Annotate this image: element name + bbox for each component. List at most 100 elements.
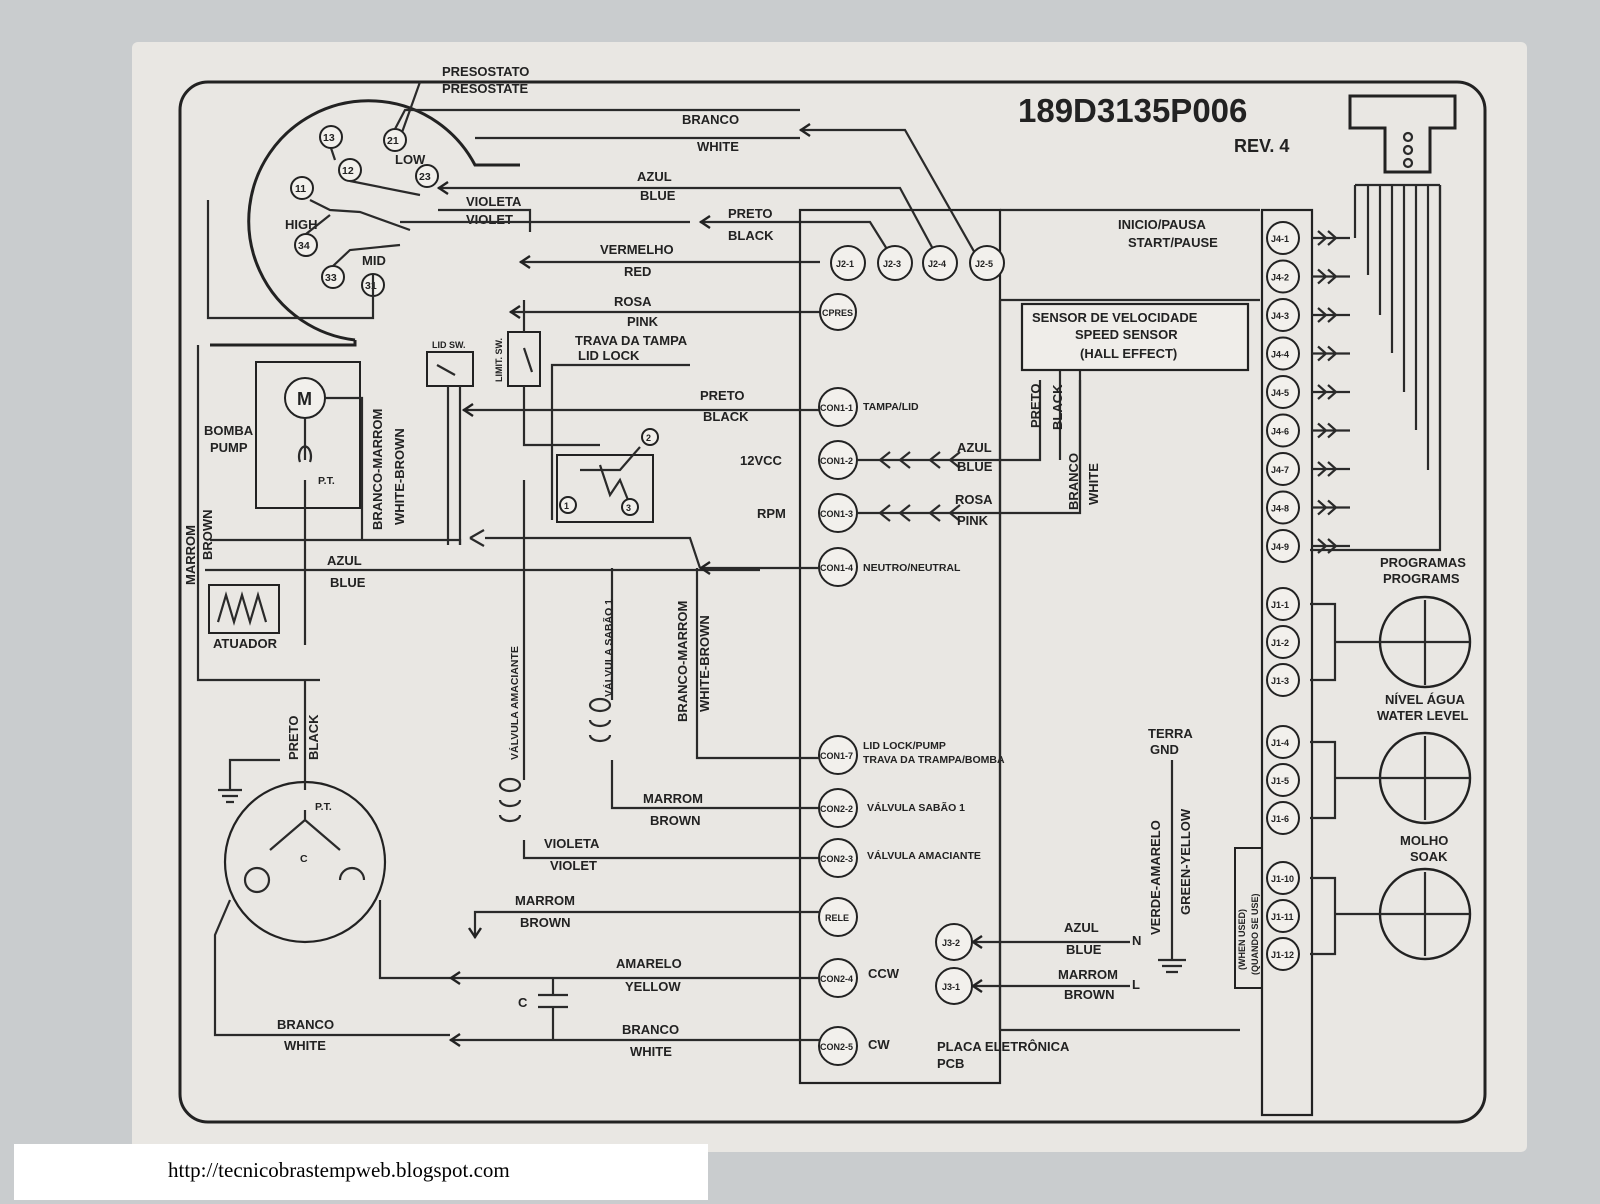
svg-text:VIOLETA: VIOLETA (544, 836, 600, 851)
svg-text:TRAVA DA TAMPA: TRAVA DA TAMPA (575, 333, 688, 348)
svg-text:VIOLET: VIOLET (550, 858, 597, 873)
j1-3-pin (1266, 663, 1300, 697)
revision: REV. 4 (1234, 136, 1289, 156)
svg-text:CON1-7: CON1-7 (820, 751, 853, 761)
lid-lock-device: 1 2 3 (556, 428, 659, 523)
selectors: PROGRAMAS PROGRAMS NÍVEL ÁGUA WATER LEVE… (1310, 555, 1472, 961)
svg-text:AMARELO: AMARELO (616, 956, 682, 971)
j1-5-pin (1266, 763, 1300, 797)
svg-text:TRAVA DA TRAMPA/BOMBA: TRAVA DA TRAMPA/BOMBA (863, 754, 1005, 766)
j4-arrow-5 (1312, 384, 1350, 400)
svg-text:BLUE: BLUE (957, 459, 993, 474)
svg-text:RED: RED (624, 264, 651, 279)
svg-text:2: 2 (646, 433, 651, 443)
svg-text:LIMIT. SW.: LIMIT. SW. (494, 338, 504, 382)
svg-text:BLUE: BLUE (330, 575, 366, 590)
svg-text:ROSA: ROSA (614, 294, 652, 309)
j4-6-label: J4-6 (1271, 427, 1289, 437)
pressure-switch: PRESOSTATO PRESOSTATE 13 21 12 23 11 34 … (206, 64, 529, 347)
svg-text:13: 13 (323, 132, 335, 144)
capacitor: C AMARELO YELLOW BRANCO WHITE BRANCO WHI… (277, 956, 820, 1059)
svg-text:TERRA: TERRA (1148, 726, 1193, 741)
svg-text:(QUANDO SE USE): (QUANDO SE USE) (1250, 893, 1260, 975)
j4-3-pin (1266, 298, 1300, 332)
j4-4-label: J4-4 (1271, 350, 1289, 360)
svg-text:WHITE: WHITE (284, 1038, 326, 1053)
svg-text:MID: MID (362, 253, 386, 268)
svg-text:BROWN: BROWN (650, 813, 701, 828)
neutral-wire (469, 529, 702, 569)
svg-text:GND: GND (1150, 742, 1179, 757)
j4-2-pin (1266, 259, 1300, 294)
svg-text:START/PAUSE: START/PAUSE (1128, 235, 1218, 250)
j4-7-label: J4-7 (1271, 465, 1289, 475)
svg-text:BRANCO: BRANCO (622, 1022, 679, 1037)
svg-text:P.T.: P.T. (315, 801, 332, 813)
svg-text:L: L (1132, 977, 1140, 992)
footer-url[interactable]: http://tecnicobrastempweb.blogspot.com (168, 1158, 510, 1182)
svg-text:(HALL EFFECT): (HALL EFFECT) (1080, 346, 1177, 361)
svg-text:PRETO: PRETO (286, 715, 301, 760)
j4-arrow-1 (1312, 230, 1350, 246)
control-strip: (WHEN USED) (QUANDO SE USE) INICIO/PAUSA… (1118, 183, 1442, 1117)
svg-text:MOLHO: MOLHO (1400, 833, 1448, 848)
svg-text:BRANCO: BRANCO (682, 112, 739, 127)
svg-text:CON1-2: CON1-2 (820, 456, 853, 466)
drain-pump: M BOMBA PUMP P.T. BRANCO-MARROM WHITE-BR… (183, 345, 760, 682)
svg-text:CON1-1: CON1-1 (820, 403, 853, 413)
j4-arrow-8 (1312, 499, 1350, 516)
svg-text:CW: CW (868, 1037, 890, 1052)
svg-text:(WHEN USED): (WHEN USED) (1237, 909, 1247, 970)
pcb-label-pt: PLACA ELETRÔNICA (937, 1039, 1070, 1054)
svg-text:AZUL: AZUL (327, 553, 362, 568)
svg-text:AZUL: AZUL (957, 440, 992, 455)
j4-6-pin (1266, 413, 1300, 448)
svg-text:RELE: RELE (825, 913, 849, 923)
j1-7-pin (1266, 861, 1300, 895)
svg-text:LOW: LOW (395, 152, 426, 167)
svg-text:HIGH: HIGH (285, 217, 318, 232)
svg-text:CON2-2: CON2-2 (820, 804, 853, 814)
svg-text:P.T.: P.T. (318, 475, 335, 487)
svg-text:CPRES: CPRES (822, 308, 853, 318)
svg-text:INICIO/PAUSA: INICIO/PAUSA (1118, 217, 1206, 232)
svg-text:VÁLVULA AMACIANTE: VÁLVULA AMACIANTE (867, 849, 981, 862)
svg-text:C: C (300, 853, 308, 865)
svg-text:MARROM: MARROM (183, 525, 198, 585)
j1-8-label: J1-11 (1271, 912, 1294, 922)
svg-text:BRANCO-MARROM: BRANCO-MARROM (675, 601, 690, 722)
con1-connectors: CON1-1 TAMPA/LID CON1-2 12VCC CON1-3 RPM… (740, 387, 1005, 775)
j1-2-pin (1266, 625, 1300, 659)
svg-text:PROGRAMAS: PROGRAMAS (1380, 555, 1466, 570)
svg-text:SENSOR DE VELOCIDADE: SENSOR DE VELOCIDADE (1032, 310, 1198, 325)
svg-text:PUMP: PUMP (210, 440, 248, 455)
j1-6-pin (1266, 801, 1300, 835)
svg-text:MARROM: MARROM (515, 893, 575, 908)
j1-4-pin (1266, 725, 1300, 759)
svg-text:BROWN: BROWN (520, 915, 571, 930)
j4-3-label: J4-3 (1271, 311, 1289, 321)
svg-text:WHITE: WHITE (1086, 463, 1101, 505)
j4-5-label: J4-5 (1271, 388, 1289, 398)
svg-text:SOAK: SOAK (1410, 849, 1448, 864)
svg-text:3: 3 (626, 503, 631, 513)
svg-text:N: N (1132, 933, 1141, 948)
svg-text:CON1-3: CON1-3 (820, 509, 853, 519)
j4-arrow-9 (1312, 538, 1350, 554)
svg-text:VÁLVULA SABÃO 1: VÁLVULA SABÃO 1 (602, 599, 615, 697)
svg-text:AZUL: AZUL (637, 169, 672, 184)
svg-text:31: 31 (365, 280, 377, 292)
svg-text:BROWN: BROWN (200, 509, 215, 560)
svg-text:J2-3: J2-3 (883, 259, 901, 269)
j1-4-label: J1-4 (1271, 738, 1289, 748)
j1-8-pin (1266, 899, 1300, 933)
connector-plug-icon (1348, 94, 1457, 174)
j4-arrow-7 (1312, 461, 1350, 477)
svg-text:BLACK: BLACK (703, 409, 749, 424)
pcb-label-en: PCB (937, 1056, 964, 1071)
svg-text:BROWN: BROWN (1064, 987, 1115, 1002)
svg-text:23: 23 (419, 171, 431, 183)
svg-text:BLACK: BLACK (306, 714, 321, 760)
svg-text:VÁLVULA SABÃO 1: VÁLVULA SABÃO 1 (867, 801, 965, 814)
